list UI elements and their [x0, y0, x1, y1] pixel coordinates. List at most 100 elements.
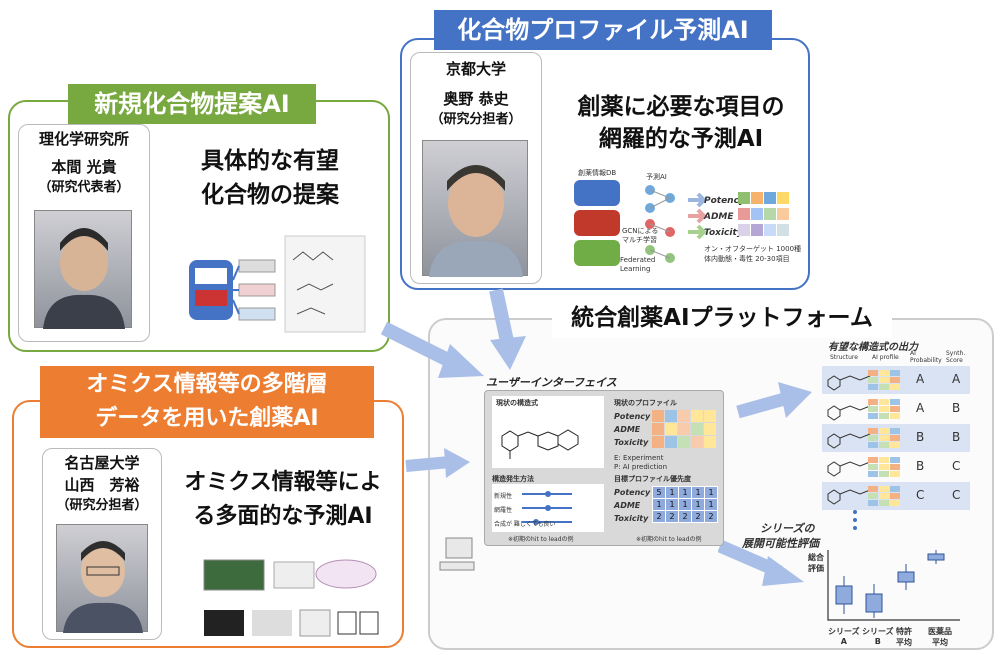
omics-diagram — [203, 559, 379, 637]
profile-label: 現状のプロファイル — [614, 399, 677, 407]
left-person-name: 本間 光貴 — [51, 158, 117, 176]
priority-cell: 5 — [652, 486, 666, 499]
structure-box: 現状の構造式 — [492, 396, 604, 468]
output-header-probability: AI Probability — [910, 350, 942, 364]
output-header-synth: Synth. Score — [946, 350, 966, 364]
output-molecules — [827, 375, 871, 505]
arrow-ui-to-output — [736, 382, 812, 419]
series-cat-patent: 特許 平均 — [896, 627, 912, 647]
arrow-left-to-ui — [380, 322, 484, 378]
prediction-note-2: 体内動態・毒性 20-30項目 — [704, 255, 790, 263]
output-title: 有望な構造式の出力 — [828, 342, 918, 353]
priority-toxicity-label: Toxicity — [614, 514, 649, 523]
bottom-headline-line2: る多面的な予測AI — [193, 504, 373, 529]
output-header-profile: AI profile — [872, 354, 899, 361]
left-org: 理化学研究所 — [38, 130, 129, 148]
learning-label-1: GCNによる — [622, 227, 659, 235]
computer-icon — [439, 537, 475, 571]
series-title-line2: 展開可能性評価 — [742, 537, 819, 550]
output-prob-e: C — [916, 488, 925, 502]
priority-grid: 5 1 1 1 1 1 1 1 1 1 2 2 2 2 2 — [652, 486, 718, 523]
series-cat-a: シリーズ A — [828, 627, 860, 646]
top-headline-line1: 創薬に必要な項目の — [577, 94, 785, 120]
arrow-bottom-to-ui — [405, 448, 470, 478]
molecule-structure — [501, 429, 579, 459]
current-profile-grid — [652, 410, 716, 448]
left-headline-line2: 化合物の提案 — [201, 182, 339, 208]
priority-cell: 2 — [691, 510, 705, 523]
federated-label: Federated — [620, 256, 656, 264]
output-prob-c: B — [916, 430, 925, 444]
method-row-2: 網羅性 — [494, 507, 513, 514]
ui-label: ユーザーインターフェイス — [486, 376, 617, 389]
portrait-icon — [429, 165, 523, 277]
series-ylabel: 総合 評価 — [808, 553, 824, 573]
bottom-title-line1: オミクス情報等の多階層 — [86, 372, 328, 397]
learning-label: Learning — [620, 265, 651, 273]
series-title-line1: シリーズの — [760, 522, 815, 535]
method-row-3: 合成が 難しくても良い — [494, 521, 556, 528]
bottom-panel-title: オミクス情報等の多階層 データを用いた創薬AI — [40, 366, 374, 438]
method-box — [492, 484, 604, 532]
db-label: 創薬情報DB — [578, 169, 617, 177]
priority-cell: 1 — [665, 486, 679, 499]
platform-title: 統合創薬AIプラットフォーム — [552, 298, 892, 338]
portrait-icon — [43, 228, 125, 329]
priority-cell: 1 — [691, 486, 705, 499]
top-person-role: （研究分担者） — [430, 112, 522, 127]
priority-cell: 2 — [652, 510, 666, 523]
output-prob-a: A — [916, 372, 925, 386]
arrow-top-to-ui — [489, 288, 526, 370]
priority-label: 目標プロファイル優先度 — [614, 475, 691, 483]
ui-potency-label: Potency — [614, 412, 651, 421]
neural-net-icon — [645, 185, 675, 263]
priority-potency-label: Potency — [614, 488, 651, 497]
priority-cell: 1 — [704, 498, 718, 511]
bottom-person-photo — [56, 524, 148, 633]
series-cat-b: シリーズ B — [862, 627, 894, 646]
priority-cell: 2 — [704, 510, 718, 523]
method-label: 構造発生方法 — [492, 475, 534, 483]
bottom-headline-line1: オミクス情報等によ — [184, 470, 382, 495]
legend-e: E: Experiment — [614, 454, 664, 462]
priority-cell: 1 — [665, 498, 679, 511]
priority-cell: 1 — [678, 486, 692, 499]
prediction-arrows — [688, 192, 706, 240]
adme-label: ADME — [704, 212, 734, 222]
priority-cell: 1 — [678, 498, 692, 511]
more-dots-icon — [853, 510, 857, 530]
ui-toxicity-label: Toxicity — [614, 438, 649, 447]
top-org: 京都大学 — [445, 60, 506, 78]
bottom-org: 名古屋大学 — [64, 454, 140, 472]
output-prob-d: B — [916, 459, 925, 473]
series-cat-drug: 医薬品 平均 — [928, 627, 952, 647]
ai-label: 予測AI — [646, 173, 667, 181]
bottom-person-name: 山西 芳裕 — [64, 476, 140, 494]
series-boxplot — [827, 550, 960, 621]
priority-cell: 1 — [652, 498, 666, 511]
output-synth-b: B — [952, 401, 961, 415]
method-row-1: 新規性 — [494, 493, 513, 500]
left-panel-title: 新規化合物提案AI — [68, 84, 316, 124]
potency-label: Potency — [704, 196, 745, 206]
bottom-title-line2: データを用いた創薬AI — [95, 406, 319, 431]
left-person-photo — [34, 210, 132, 329]
left-proposal-diagram — [189, 235, 366, 333]
db-cylinders-icon — [574, 180, 620, 266]
prediction-note-1: オン・オフターゲット 1000種 — [704, 245, 802, 253]
structure-label: 現状の構造式 — [496, 399, 538, 407]
top-headline-line2: 網羅的な予測AI — [598, 126, 764, 152]
bottom-person-role: （研究分担者） — [56, 498, 148, 513]
output-synth-c: B — [952, 430, 961, 444]
profile-heatmap-icon — [738, 192, 789, 236]
ui-adme-label: ADME — [614, 425, 641, 434]
output-profile-grids — [868, 370, 900, 506]
left-headline-line1: 具体的な有望 — [201, 148, 339, 174]
priority-cell: 2 — [665, 510, 679, 523]
priority-adme-label: ADME — [614, 501, 641, 510]
top-person-name: 奥野 恭史 — [443, 90, 509, 108]
top-person-photo — [422, 140, 528, 277]
top-panel-title: 化合物プロファイル予測AI — [434, 10, 772, 50]
output-synth-a: A — [952, 372, 961, 386]
priority-cell: 1 — [691, 498, 705, 511]
